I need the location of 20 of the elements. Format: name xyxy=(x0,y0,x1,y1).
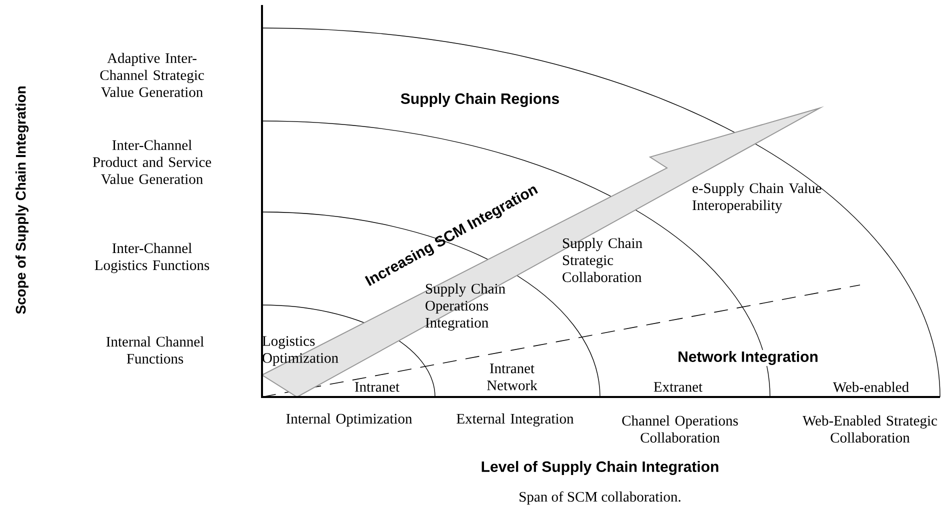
level-label: Channel Operations Collaboration xyxy=(622,415,738,443)
caption: Span of SCM collaboration. xyxy=(520,491,680,505)
level-label: Inter-Channel Logistics Functions xyxy=(94,242,210,274)
axis-title: Scope of Supply Chain Integration xyxy=(15,86,29,314)
level-label: Internal Channel Functions xyxy=(106,336,204,364)
level-label: Inter-Channel Product and Service Value Generation xyxy=(92,140,212,184)
region-label: Supply Chain Strategic Collaboration xyxy=(562,238,642,282)
region-label: e-Supply Chain Value Interoperability xyxy=(692,182,822,214)
network-label: Intranet xyxy=(354,382,400,392)
network-label: Extranet xyxy=(654,382,702,392)
region-heading: Supply Chain Regions xyxy=(399,92,561,108)
network-label: Web-enabled xyxy=(832,382,909,392)
level-label: Internal Optimization xyxy=(286,413,412,427)
level-label: External Integration xyxy=(456,413,574,427)
axis-title: Level of Supply Chain Integration xyxy=(482,460,718,476)
level-label: Adaptive Inter-Channel Strategic Value Generation xyxy=(100,52,204,98)
region-heading: Network Integration xyxy=(676,350,820,366)
level-label: Web-Enabled Strategic Collaboration xyxy=(802,415,938,443)
region-label: Logistics Optimization xyxy=(262,336,338,366)
network-label: Intranet Network xyxy=(487,364,538,390)
